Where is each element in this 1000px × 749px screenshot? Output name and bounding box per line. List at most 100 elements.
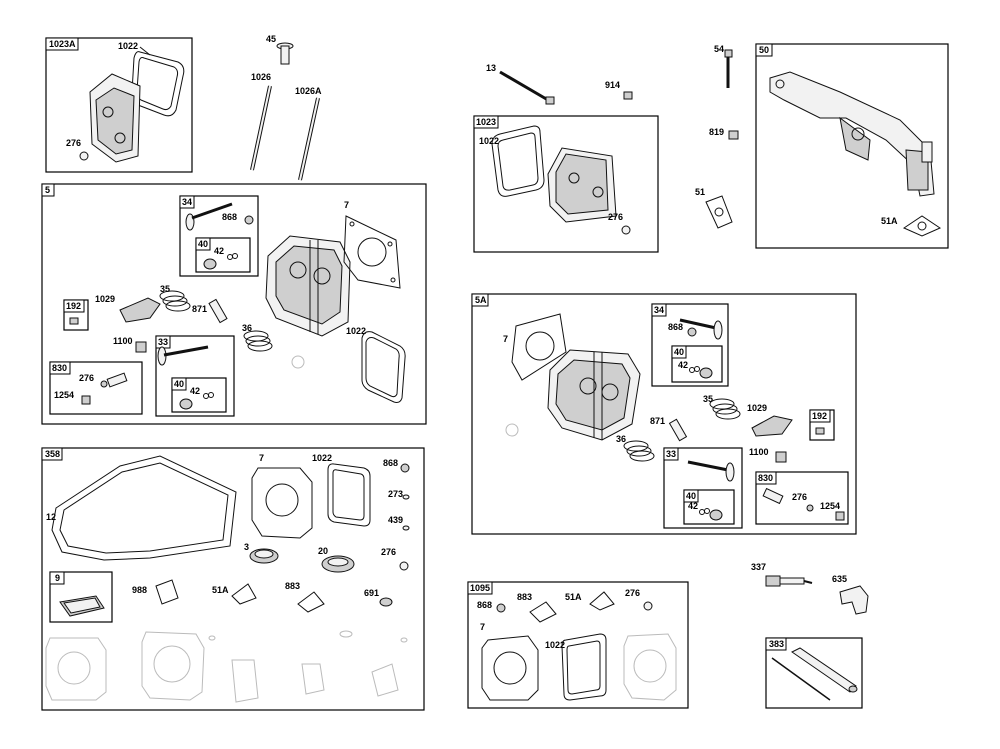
label-1022: 1022 — [479, 136, 499, 146]
spark-plug-boot-635 — [839, 585, 869, 615]
label-1022: 1022 — [312, 453, 332, 463]
intake-valve-33 — [157, 345, 209, 366]
bolt-1254 — [81, 395, 91, 405]
crankcase-gasket-12 — [51, 455, 237, 561]
box-tag-33: 33 — [666, 449, 676, 459]
part-1100 — [135, 341, 147, 353]
box-tag-5A: 5A — [475, 295, 487, 305]
label-35: 35 — [703, 394, 713, 404]
label-36: 36 — [616, 434, 626, 444]
washer-276 — [399, 561, 409, 571]
gasket-1022 — [327, 463, 371, 527]
valve-cap-45 — [276, 42, 294, 65]
label-1026: 1026 — [251, 72, 271, 82]
label-7: 7 — [503, 334, 508, 344]
label-7: 7 — [480, 622, 485, 632]
label-276: 276 — [792, 492, 807, 502]
gasket-51A — [231, 583, 257, 605]
box-tag-40: 40 — [674, 347, 684, 357]
label-51: 51 — [695, 187, 705, 197]
label-1029: 1029 — [95, 294, 115, 304]
exhaust-valve-34 — [679, 318, 723, 340]
gasket-1022 — [361, 331, 406, 403]
label-276: 276 — [381, 547, 396, 557]
head-gasket-7 — [511, 313, 567, 381]
label-883: 883 — [285, 581, 300, 591]
group-383: 383 — [765, 637, 863, 709]
box-tag-192: 192 — [66, 301, 81, 311]
label-35: 35 — [160, 284, 170, 294]
box-tag-40: 40 — [174, 379, 184, 389]
spark-plug-wrench-383 — [771, 647, 858, 701]
label-51A: 51A — [565, 592, 582, 602]
spark-plug-parts: 337 635 — [751, 562, 869, 615]
label-42: 42 — [214, 246, 224, 256]
box-tag-34: 34 — [654, 305, 664, 315]
bolt-13 — [499, 70, 549, 102]
label-20: 20 — [318, 546, 328, 556]
box-tag-40: 40 — [686, 491, 696, 501]
group-5: 5 34 868 40 42 7 — [41, 183, 427, 425]
label-54: 54 — [714, 44, 724, 54]
label-3: 3 — [244, 542, 249, 552]
box-tag-383: 383 — [769, 639, 784, 649]
valve-spring-35 — [159, 290, 191, 312]
head-gasket-7 — [481, 635, 539, 701]
pin-871 — [208, 298, 228, 324]
gasket-1022-inner — [136, 57, 179, 111]
box-tag-830: 830 — [52, 363, 67, 373]
ghost-reference-parts — [623, 633, 677, 701]
group-50: 50 51A — [755, 43, 949, 249]
gasket-51A — [589, 591, 615, 611]
oil-seal-3 — [249, 548, 279, 564]
intake-manifold-50 — [769, 71, 935, 197]
box-tag-50: 50 — [759, 45, 769, 55]
valve-spring-35 — [709, 398, 741, 420]
group-358: 358 12 7 1022 868 273 439 3 20 276 — [41, 447, 425, 711]
gasket-1022 — [561, 633, 607, 701]
label-883: 883 — [517, 592, 532, 602]
box-tag-40: 40 — [198, 239, 208, 249]
label-51A: 51A — [881, 216, 898, 226]
gasket-51 — [705, 195, 733, 229]
head-gasket-7 — [251, 467, 313, 539]
group-1023A: 1023A 1022 276 — [45, 37, 193, 173]
label-45: 45 — [266, 34, 276, 44]
label-276: 276 — [79, 373, 94, 383]
label-1254: 1254 — [54, 390, 74, 400]
washer-276 — [79, 151, 89, 161]
label-1100: 1100 — [113, 336, 133, 346]
spark-plug-337 — [765, 575, 813, 587]
cylinder-head-5A — [547, 349, 641, 441]
label-36: 36 — [242, 323, 252, 333]
label-42: 42 — [190, 386, 200, 396]
label-868: 868 — [668, 322, 683, 332]
cylinder-head-5 — [265, 235, 351, 337]
box-tag-1023A: 1023A — [49, 39, 76, 49]
valve-spring-36 — [623, 440, 655, 462]
box-tag-34: 34 — [182, 197, 192, 207]
label-273: 273 — [388, 489, 403, 499]
rocker-arm-1029 — [751, 415, 793, 437]
exhaust-valve-34 — [185, 202, 233, 231]
top-center-fasteners: 13 914 — [486, 63, 633, 105]
label-871: 871 — [192, 304, 207, 314]
box-tag-192: 192 — [812, 411, 827, 421]
label-276: 276 — [608, 212, 623, 222]
part-868 — [400, 463, 410, 473]
nut-819 — [728, 130, 739, 140]
valve-spring-36 — [243, 330, 273, 352]
label-819: 819 — [709, 127, 724, 137]
gasket-1022 — [131, 51, 185, 117]
box-tag-33: 33 — [158, 337, 168, 347]
intake-valve-33 — [687, 460, 735, 482]
label-7: 7 — [344, 200, 349, 210]
label-1026A: 1026A — [295, 86, 322, 96]
label-51A: 51A — [212, 585, 229, 595]
label-988: 988 — [132, 585, 147, 595]
valve-spring-retainer — [203, 258, 217, 270]
label-337: 337 — [751, 562, 766, 572]
label-868: 868 — [222, 212, 237, 222]
label-276: 276 — [625, 588, 640, 598]
box-tag-9: 9 — [55, 573, 60, 583]
